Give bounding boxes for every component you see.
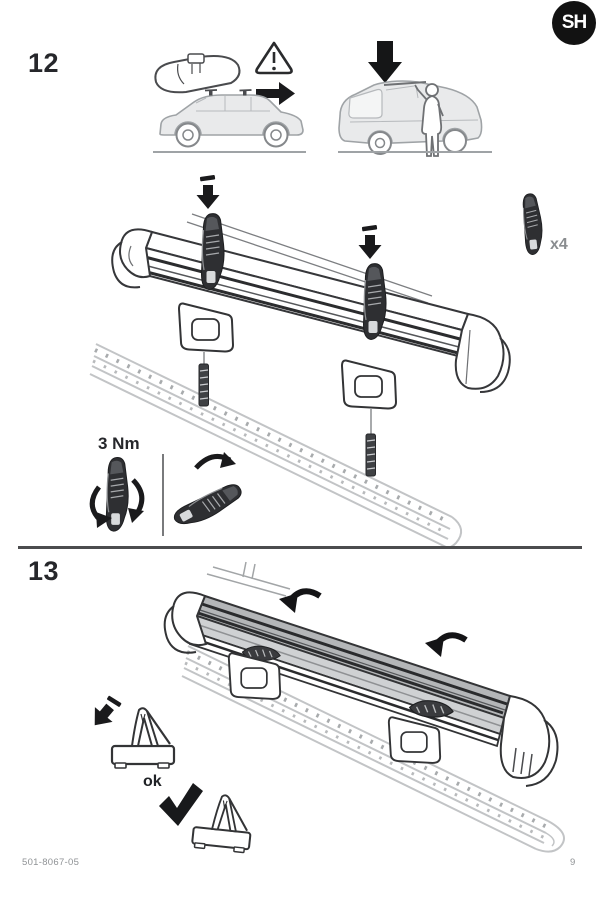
- brand-logo-text: SH: [561, 12, 587, 33]
- mounting-foot: [178, 302, 234, 353]
- car-side-view: [159, 89, 304, 148]
- carrier-bar-closed: [163, 591, 559, 787]
- person-figure: [414, 83, 444, 157]
- threaded-screw: [198, 352, 209, 407]
- quantity-label: x4: [550, 236, 568, 253]
- folded-knob: [170, 478, 246, 533]
- rear-rail: [186, 213, 433, 304]
- threaded-screw: [365, 409, 376, 477]
- car-rear-view: [338, 80, 483, 155]
- step12-car-warning-illustration: [153, 41, 306, 153]
- torque-detail-illustration: [89, 452, 246, 536]
- arrow-down-icon: [358, 224, 382, 259]
- step13-assembly-illustration: [163, 561, 565, 853]
- crossbar: [89, 343, 463, 549]
- check-icon: [159, 783, 203, 826]
- torque-label: 3 Nm: [98, 434, 140, 453]
- lever-fold-detail-illustration: [85, 691, 176, 770]
- warning-triangle-icon: [255, 41, 293, 75]
- rack-foot-closeup: [154, 53, 241, 94]
- rail-lines: [206, 561, 291, 597]
- arrow-down-left-icon: [85, 691, 126, 733]
- mounting-foot: [341, 359, 397, 410]
- page-number: 9: [570, 857, 576, 868]
- arrow-down-icon: [196, 174, 220, 209]
- carrier-bar: [111, 228, 511, 393]
- step-13-number: 13: [28, 556, 60, 586]
- fold-down-arrow-icon: [279, 588, 322, 613]
- spare-knob: [519, 192, 546, 256]
- fold-down-arrow-icon: [425, 632, 468, 657]
- clamp-lever: [190, 791, 256, 855]
- brand-logo: SH: [552, 1, 596, 45]
- locking-knob: [105, 456, 129, 532]
- arrow-down-icon: [368, 41, 402, 83]
- document-number: 501-8067-05: [22, 857, 80, 868]
- rotation-arrows-icon: [89, 478, 145, 528]
- step12-car-placement-illustration: [338, 41, 492, 157]
- section-divider: [18, 546, 582, 549]
- step12-assembly-illustration: [89, 174, 546, 549]
- fold-arrow-icon: [194, 452, 236, 470]
- clamp-lever: [110, 707, 176, 770]
- ok-detail-illustration: [159, 783, 256, 855]
- step-12-number: 12: [28, 48, 60, 78]
- arrow-right-icon: [256, 82, 295, 105]
- ok-label: ok: [143, 773, 162, 790]
